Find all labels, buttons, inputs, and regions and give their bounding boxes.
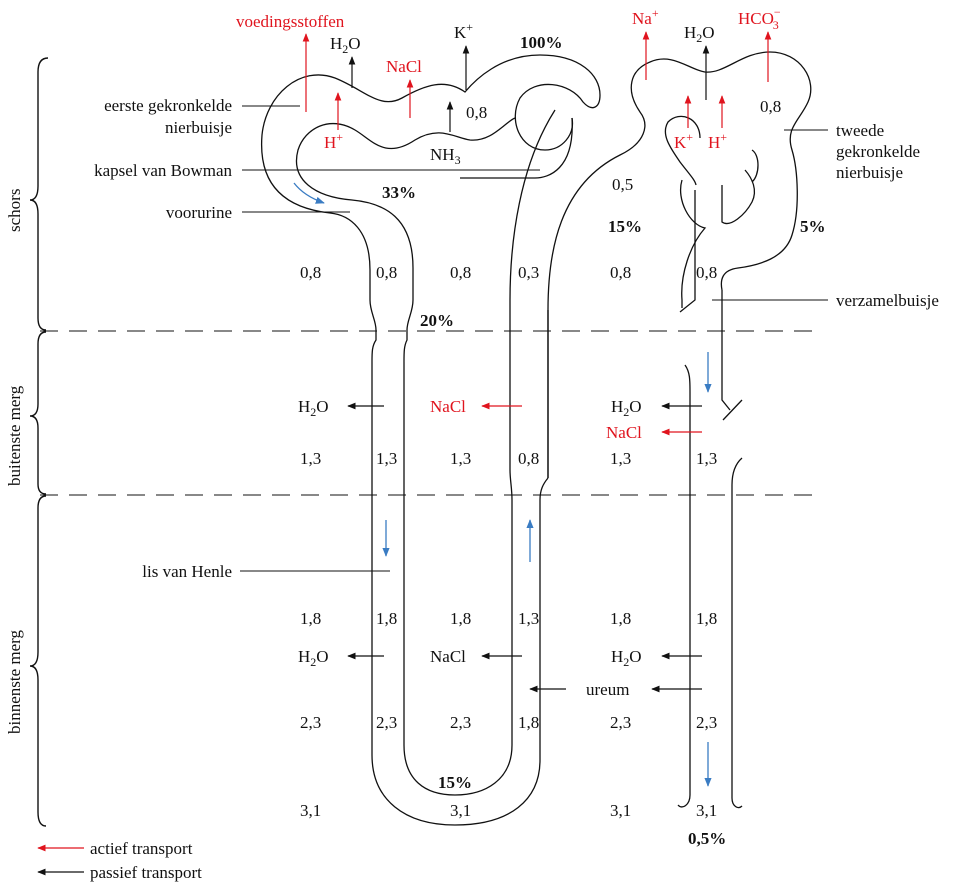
value: 1,8 bbox=[300, 609, 321, 628]
value: 0,8 bbox=[300, 263, 321, 282]
value: 1,8 bbox=[376, 609, 397, 628]
substance-h2o-inner-left: H2O bbox=[298, 647, 329, 669]
value: 1,3 bbox=[450, 449, 471, 468]
active-arrows bbox=[38, 32, 768, 848]
substance-k-dct: K+ bbox=[674, 130, 693, 152]
substance-nacl-outer-cd: NaCl bbox=[606, 423, 642, 442]
value: 0,8 bbox=[376, 263, 397, 282]
label-collecting-duct: verzamelbuisje bbox=[836, 291, 939, 310]
label-second-convoluted-tubule-2: gekronkelde bbox=[836, 142, 920, 161]
value-row-outer-medulla: 1,3 1,3 1,3 0,8 1,3 1,3 bbox=[300, 449, 717, 468]
zone-braces bbox=[30, 58, 48, 826]
zone-label-inner-medulla: binnenste merg bbox=[5, 629, 24, 734]
value: 2,3 bbox=[696, 713, 717, 732]
value: 1,3 bbox=[610, 449, 631, 468]
value: 3,1 bbox=[610, 801, 631, 820]
substance-nacl-outer: NaCl bbox=[430, 397, 466, 416]
substance-nacl-pct: NaCl bbox=[386, 57, 422, 76]
value-dct: 0,5 bbox=[612, 175, 633, 194]
substance-urea: ureum bbox=[586, 680, 629, 699]
value-dct-2: 0,8 bbox=[760, 97, 781, 116]
flow-arrows bbox=[294, 183, 708, 786]
substance-h-dct: H+ bbox=[708, 130, 727, 152]
value: 0,8 bbox=[696, 263, 717, 282]
value-row-inner-medulla-1: 1,8 1,8 1,8 1,3 1,8 1,8 bbox=[300, 609, 717, 628]
pct-15-loop: 15% bbox=[438, 773, 472, 792]
value: 2,3 bbox=[376, 713, 397, 732]
value: 1,3 bbox=[518, 609, 539, 628]
value: 1,8 bbox=[610, 609, 631, 628]
label-second-convoluted-tubule-3: nierbuisje bbox=[836, 163, 903, 182]
value: 0,8 bbox=[610, 263, 631, 282]
substance-nacl-inner: NaCl bbox=[430, 647, 466, 666]
substance-hco3: HCO−3 bbox=[738, 5, 781, 32]
value: 1,8 bbox=[450, 609, 471, 628]
value: 0,8 bbox=[450, 263, 471, 282]
zone-label-cortex: schors bbox=[5, 189, 24, 232]
value: 3,1 bbox=[300, 801, 321, 820]
leader-lines bbox=[240, 106, 828, 571]
value: 1,3 bbox=[696, 449, 717, 468]
substance-h2o-inner-right: H2O bbox=[611, 647, 642, 669]
substance-h2o-outer-right: H2O bbox=[611, 397, 642, 419]
substance-na-dct: Na+ bbox=[632, 6, 659, 28]
substance-nh3: NH3 bbox=[430, 145, 461, 167]
substance-h2o-outer-left: H2O bbox=[298, 397, 329, 419]
pct-100: 100% bbox=[520, 33, 563, 52]
zone-label-outer-medulla: buitenste merg bbox=[5, 385, 24, 486]
value: 3,1 bbox=[450, 801, 471, 820]
pct-33: 33% bbox=[382, 183, 416, 202]
value: 1,8 bbox=[518, 713, 539, 732]
value: 2,3 bbox=[300, 713, 321, 732]
pct-05: 0,5% bbox=[688, 829, 726, 848]
value: 2,3 bbox=[450, 713, 471, 732]
pct-15-dct: 15% bbox=[608, 217, 642, 236]
legend-passive: passief transport bbox=[90, 863, 202, 882]
label-preurine: voorurine bbox=[166, 203, 232, 222]
value: 1,3 bbox=[376, 449, 397, 468]
label-loop-of-henle: lis van Henle bbox=[142, 562, 232, 581]
label-second-convoluted-tubule: tweede bbox=[836, 121, 884, 140]
pct-5: 5% bbox=[800, 217, 826, 236]
substance-nutrients: voedingsstoffen bbox=[236, 12, 345, 31]
value: 0,8 bbox=[518, 449, 539, 468]
value-row-inner-medulla-2: 2,3 2,3 2,3 1,8 2,3 2,3 bbox=[300, 713, 717, 732]
value: 0,3 bbox=[518, 263, 539, 282]
substance-h2o-pct: H2O bbox=[330, 34, 361, 56]
label-first-convoluted-tubule-2: nierbuisje bbox=[165, 118, 232, 137]
value-row-bottom: 3,1 3,1 3,1 3,1 bbox=[300, 801, 717, 820]
label-first-convoluted-tubule: eerste gekronkelde bbox=[104, 96, 232, 115]
value-pct-conv: 0,8 bbox=[466, 103, 487, 122]
substance-h2o-dct: H2O bbox=[684, 23, 715, 45]
value-row-cortex: 0,8 0,8 0,8 0,3 0,8 0,8 bbox=[300, 263, 717, 282]
value: 2,3 bbox=[610, 713, 631, 732]
legend-active: actief transport bbox=[90, 839, 193, 858]
substance-k-pct: K+ bbox=[454, 20, 473, 42]
value: 3,1 bbox=[696, 801, 717, 820]
nephron-tubule bbox=[262, 52, 811, 825]
label-bowman-capsule: kapsel van Bowman bbox=[94, 161, 232, 180]
value: 1,3 bbox=[300, 449, 321, 468]
pct-20: 20% bbox=[420, 311, 454, 330]
value: 1,8 bbox=[696, 609, 717, 628]
substance-h-pct: H+ bbox=[324, 130, 343, 152]
